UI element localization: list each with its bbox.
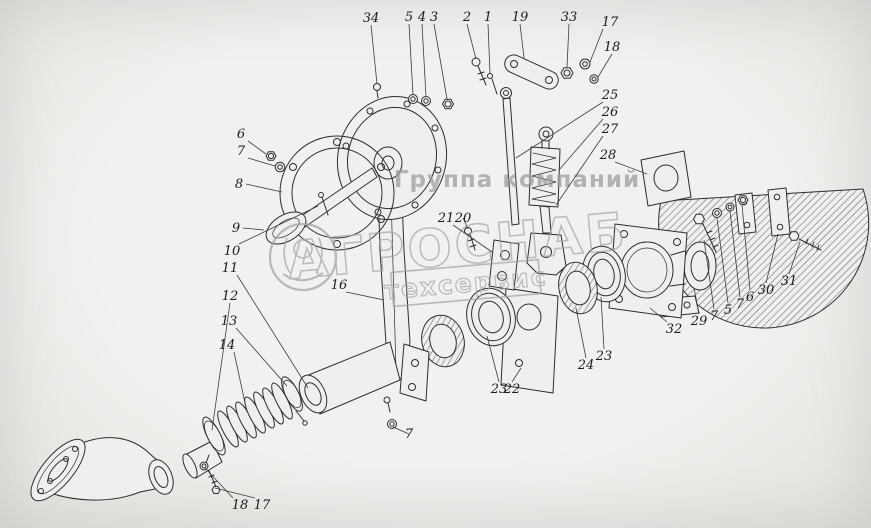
callout-23-27: 23 bbox=[490, 382, 508, 397]
leader-line-3-3 bbox=[433, 23, 448, 100]
leader-line-31-38 bbox=[788, 241, 801, 275]
link-lever-group bbox=[471, 54, 599, 95]
pipe-assembly bbox=[30, 341, 401, 502]
callout-9-17: 9 bbox=[232, 221, 240, 236]
callout-25-10: 25 bbox=[601, 88, 619, 103]
callout-7-35: 7 bbox=[736, 297, 745, 312]
cylinder-and-rod bbox=[464, 87, 567, 291]
leader-line-17-8 bbox=[589, 28, 604, 63]
leader-line-7-15 bbox=[247, 157, 276, 167]
leader-line-29-32 bbox=[693, 287, 700, 315]
leader-line-6-36 bbox=[741, 204, 751, 291]
callout-4-2: 4 bbox=[417, 10, 426, 25]
leader-line-33-7 bbox=[566, 23, 570, 68]
callout-12-20: 12 bbox=[222, 289, 239, 304]
callout-21-24: 21 bbox=[437, 211, 455, 226]
callout-5-34: 5 bbox=[724, 303, 732, 318]
callout-31-38: 31 bbox=[781, 274, 798, 289]
callout-32-31: 32 bbox=[666, 322, 683, 337]
foot-flange bbox=[383, 343, 430, 429]
leader-line-14-22 bbox=[233, 351, 248, 413]
leader-line-5-1 bbox=[408, 23, 414, 96]
leader-line-6-14 bbox=[247, 140, 267, 155]
callout-28-13: 28 bbox=[599, 148, 617, 163]
callout-18-9: 18 bbox=[604, 40, 621, 55]
leader-line-11-19 bbox=[236, 274, 309, 389]
leader-line-7-26 bbox=[392, 426, 410, 435]
callout-24-29: 24 bbox=[577, 358, 595, 373]
nut-washer-left bbox=[265, 151, 286, 173]
callout-6-36: 6 bbox=[746, 290, 754, 305]
callout-10-18: 10 bbox=[224, 244, 241, 259]
callout-5-1: 5 bbox=[405, 10, 413, 25]
leader-line-20-25 bbox=[462, 217, 469, 230]
leader-line-4-2 bbox=[421, 23, 427, 98]
callout-7-33: 7 bbox=[710, 309, 719, 324]
callout-2-4: 2 bbox=[462, 10, 471, 25]
callout-30-37: 30 bbox=[758, 283, 775, 298]
leader-line-1-5 bbox=[487, 23, 491, 75]
leader-line-7-35 bbox=[729, 210, 741, 298]
leader-line-21-24 bbox=[452, 224, 493, 253]
leader-line-30-37 bbox=[765, 233, 779, 284]
bracket-plate bbox=[640, 150, 692, 207]
callout-33-7: 33 bbox=[561, 10, 578, 25]
watermark-company-group-text: Группа компаний bbox=[394, 167, 640, 193]
leader-line-8-16 bbox=[245, 183, 283, 193]
leader-line-17-40 bbox=[214, 487, 256, 499]
leader-line-5-34 bbox=[716, 217, 729, 304]
leader-line-28-13 bbox=[614, 161, 648, 175]
callout-1-5: 1 bbox=[484, 10, 492, 25]
leader-line-18-39 bbox=[204, 467, 234, 499]
callout-27-12: 27 bbox=[601, 122, 619, 137]
callout-17-40: 17 bbox=[254, 498, 271, 513]
callout-8-16: 8 bbox=[235, 177, 243, 192]
callout-16-23: 16 bbox=[331, 278, 348, 293]
callout-20-25: 20 bbox=[454, 211, 472, 226]
callout-23-30: 23 bbox=[595, 349, 613, 364]
leader-line-23-30 bbox=[600, 296, 605, 350]
leader-line-18-9 bbox=[597, 53, 613, 78]
leader-line-24-29 bbox=[575, 307, 587, 359]
callout-29-32: 29 bbox=[690, 314, 708, 329]
leader-line-27-12 bbox=[555, 135, 604, 206]
leader-line-12-20 bbox=[211, 302, 231, 431]
callout-14-22: 14 bbox=[219, 338, 236, 353]
leader-line-34-0 bbox=[370, 24, 378, 85]
leader-line-23-27 bbox=[486, 335, 500, 383]
callout-34-0: 34 bbox=[363, 11, 380, 26]
clamp-bolt-hardware bbox=[199, 461, 221, 494]
top-fasteners bbox=[373, 83, 454, 110]
ring-flange bbox=[279, 135, 395, 251]
callout-17-8: 17 bbox=[602, 15, 619, 30]
callout-19-6: 19 bbox=[512, 10, 529, 25]
watermark-laurel-emblem bbox=[268, 222, 338, 292]
leader-line-2-4 bbox=[466, 23, 477, 60]
callout-11-19: 11 bbox=[222, 261, 239, 276]
callout-7-15: 7 bbox=[237, 144, 246, 159]
leader-line-25-10 bbox=[515, 101, 604, 159]
callout-18-39: 18 bbox=[232, 498, 249, 513]
leader-line-32-31 bbox=[649, 307, 668, 323]
leader-line-16-23 bbox=[345, 291, 385, 301]
callout-26-11: 26 bbox=[601, 105, 619, 120]
leader-line-19-6 bbox=[519, 23, 525, 59]
housing-assembly bbox=[558, 223, 717, 319]
leader-line-13-21 bbox=[235, 327, 288, 387]
leader-line-22-28 bbox=[511, 367, 522, 383]
plate-and-seals bbox=[421, 287, 559, 394]
drawing-layer bbox=[30, 54, 870, 502]
callout-3-3: 3 bbox=[430, 10, 438, 25]
callout-22-28: 22 bbox=[503, 382, 521, 397]
callout-13-21: 13 bbox=[221, 314, 238, 329]
callout-6-14: 6 bbox=[237, 127, 245, 142]
leader-line-10-18 bbox=[238, 205, 319, 245]
callout-7-26: 7 bbox=[405, 427, 414, 442]
leader-line-26-11 bbox=[558, 118, 604, 171]
leader-lines bbox=[204, 23, 801, 499]
leader-line-9-17 bbox=[242, 227, 265, 231]
leader-line-7-33 bbox=[703, 239, 715, 310]
